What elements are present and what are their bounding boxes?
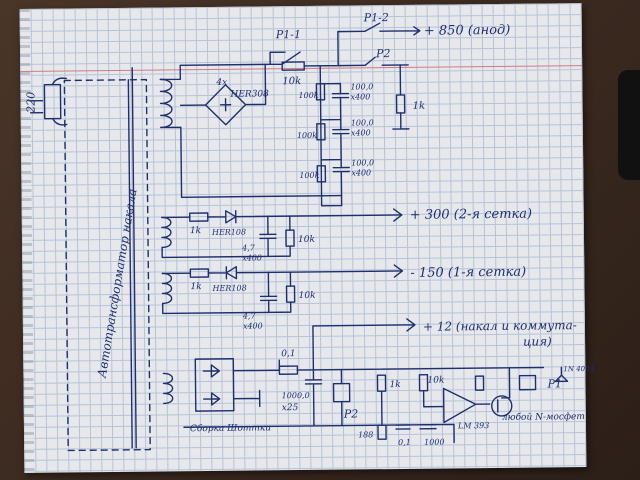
relay-p1-2-label: P1-2 [363, 11, 389, 24]
lv-output-cont: ция) [523, 334, 552, 348]
notebook-page: 220 Автотрансформатор накала 4x HER308 P… [19, 3, 594, 473]
relay-p1-coil: P1 [546, 377, 562, 390]
g1-r-load: 10k [299, 291, 316, 301]
g2-output-label: + 300 (2-я сетка) [410, 207, 532, 223]
relay-p2-coil: P2 [343, 407, 359, 420]
g1-diode: HER108 [211, 284, 246, 293]
lv-diode: 1N 4004 [563, 365, 594, 373]
autotransformer: Автотрансформатор накала [63, 67, 151, 452]
r-load-label: 1k [413, 101, 426, 112]
g2-cap-v: x400 [242, 253, 262, 262]
hv-top-rail: P1-1 10k P1-2 P2 + 850 (анод) 1k [269, 11, 511, 130]
g1-cap-v: x400 [243, 321, 263, 330]
relay-p2-label: P2 [375, 47, 391, 60]
relay-p1-1-label: P1-1 [275, 28, 301, 41]
anode-output-label: + 850 (анод) [424, 23, 511, 39]
lv-cap-d: 1000 [424, 438, 444, 447]
screen-grid-branch: 1k HER108 4,7 x400 10k + 300 (2-я сетка) [161, 207, 532, 263]
hv-winding [159, 63, 343, 198]
lv-cap-v: x25 [282, 403, 299, 413]
r-series-label: 10k [282, 76, 301, 87]
c1-voltage: x400 [350, 92, 370, 101]
g2-diode: HER108 [211, 228, 246, 237]
c2-voltage: x400 [351, 128, 371, 137]
phone-edge [618, 70, 640, 180]
c2-label: 100,0 [351, 118, 374, 127]
mosfet-label: любой N-мосфет [502, 411, 585, 423]
g2-r-series: 1k [190, 226, 201, 236]
schematic-diagram: 220 Автотрансформатор накала 4x HER308 P… [24, 11, 594, 452]
g2-cap: 4,7 [241, 243, 256, 252]
lv-r-a: 1k [389, 380, 400, 390]
lv-r-b: 10k [427, 376, 444, 386]
bridge-rectifier: 4x HER308 [179, 63, 269, 126]
c1-label: 100,0 [350, 82, 373, 91]
c3-voltage: x400 [351, 168, 371, 177]
g2-r-load: 10k [298, 235, 315, 245]
mains-input: 220 [24, 77, 68, 126]
control-grid-branch: 1k HER108 4,7 x400 10k - 150 (1-я сетка) [161, 264, 526, 331]
r-bleed-1: 100k [298, 91, 318, 100]
r-bleed-2: 100k [297, 131, 317, 140]
lv-cap: 1000,0 [282, 391, 310, 400]
g1-r-series: 1k [190, 282, 201, 292]
schottky-label: Сборка Шоттки [190, 422, 271, 434]
r-bleed-3: 100k [299, 171, 319, 180]
low-voltage-branch: Сборка Шоттки 0,1 + 12 (накал и коммута-… [162, 318, 594, 447]
g1-output-label: - 150 (1-я сетка) [410, 265, 526, 281]
mains-label: 220 [24, 92, 37, 114]
bridge-diode: HER308 [229, 89, 269, 99]
autotransformer-label: Автотрансформатор накала [94, 188, 139, 380]
lv-r-c: 188 [358, 430, 373, 439]
hv-filter-ladder: 100k 100k 100k 100,0 x400 100,0 x400 100… [297, 65, 374, 207]
lv-output-label: + 12 (накал и коммута- [423, 318, 577, 334]
lv-fuse: 0,1 [281, 349, 295, 359]
lv-cap-c: 0,1 [398, 438, 411, 447]
c3-label: 100,0 [351, 158, 374, 167]
opamp-label: LM 393 [457, 421, 489, 430]
bridge-count: 4x [215, 78, 227, 88]
g1-cap: 4,7 [242, 311, 257, 320]
